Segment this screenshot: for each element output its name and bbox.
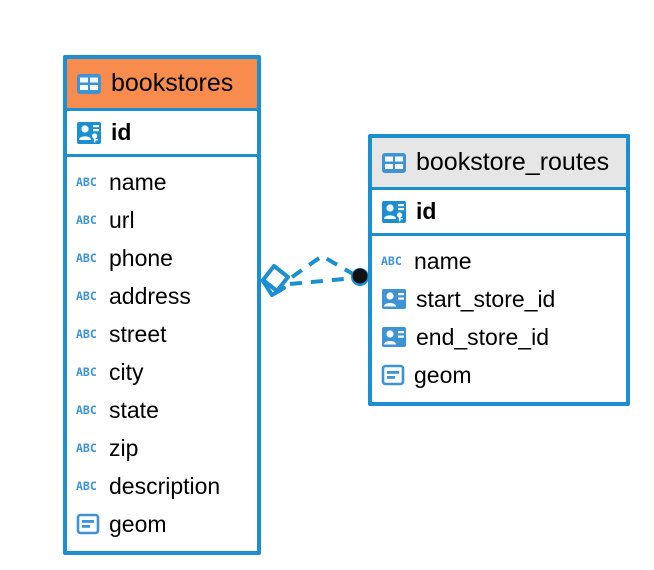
field-row-name[interactable]: ABC name xyxy=(67,163,257,201)
field-label: start_store_id xyxy=(416,285,556,312)
entity-title: bookstore_routes xyxy=(416,148,610,176)
foreign-key-icon xyxy=(381,326,407,348)
field-label: description xyxy=(109,472,221,499)
field-list-bookstores: ABC name ABC url ABC p xyxy=(67,157,257,551)
field-row-phone[interactable]: ABC phone xyxy=(67,239,257,277)
table-icon xyxy=(76,73,102,95)
relationship-line-upper xyxy=(290,253,355,279)
field-row-address[interactable]: ABC address xyxy=(67,277,257,315)
text-abc-icon: ABC xyxy=(76,365,100,379)
svg-text:ABC: ABC xyxy=(381,254,402,268)
field-row-state[interactable]: ABC state xyxy=(67,391,257,429)
geometry-icon xyxy=(76,513,100,535)
text-abc-icon: ABC xyxy=(76,289,100,303)
entity-bookstores[interactable]: bookstores id xyxy=(63,55,261,555)
entity-title: bookstores xyxy=(111,69,234,97)
text-abc-icon: ABC xyxy=(381,254,405,268)
field-label: name xyxy=(414,247,472,274)
svg-text:ABC: ABC xyxy=(76,327,97,341)
table-icon xyxy=(381,152,407,174)
field-row-name[interactable]: ABC name xyxy=(372,242,626,280)
entity-header-bookstore-routes[interactable]: bookstore_routes xyxy=(372,138,626,187)
field-row-primary-key[interactable]: id xyxy=(372,187,626,236)
field-row-url[interactable]: ABC url xyxy=(67,201,257,239)
entity-header-bookstores[interactable]: bookstores xyxy=(67,59,257,108)
field-row-description[interactable]: ABC description xyxy=(67,467,257,505)
field-label: city xyxy=(109,358,144,385)
text-abc-icon: ABC xyxy=(76,251,100,265)
svg-text:ABC: ABC xyxy=(76,403,97,417)
field-label: name xyxy=(109,168,167,195)
field-row-end-store-id[interactable]: end_store_id xyxy=(372,318,626,356)
field-label: state xyxy=(109,396,159,423)
primary-key-icon xyxy=(76,121,102,145)
text-abc-icon: ABC xyxy=(76,479,100,493)
geometry-icon xyxy=(381,364,405,386)
entity-bookstore-routes[interactable]: bookstore_routes id xyxy=(368,134,630,406)
text-abc-icon: ABC xyxy=(76,175,100,189)
field-label: url xyxy=(109,206,135,233)
field-label: id xyxy=(111,119,132,145)
svg-text:ABC: ABC xyxy=(76,479,97,493)
svg-text:ABC: ABC xyxy=(76,175,97,189)
svg-text:ABC: ABC xyxy=(76,365,97,379)
field-label: end_store_id xyxy=(416,323,549,350)
field-label: geom xyxy=(414,361,472,388)
field-list-bookstore-routes: ABC name start_store_id xyxy=(372,236,626,402)
field-label: id xyxy=(416,198,437,224)
field-label: street xyxy=(109,320,167,347)
svg-text:ABC: ABC xyxy=(76,213,97,227)
field-label: address xyxy=(109,282,191,309)
svg-text:ABC: ABC xyxy=(76,251,97,265)
crows-foot-diamond-icon xyxy=(261,264,290,297)
field-row-primary-key[interactable]: id xyxy=(67,108,257,157)
field-row-street[interactable]: ABC street xyxy=(67,315,257,353)
text-abc-icon: ABC xyxy=(76,327,100,341)
field-row-geom[interactable]: geom xyxy=(67,505,257,543)
field-row-city[interactable]: ABC city xyxy=(67,353,257,391)
field-label: phone xyxy=(109,244,173,271)
field-row-zip[interactable]: ABC zip xyxy=(67,429,257,467)
field-label: zip xyxy=(109,434,139,461)
field-row-start-store-id[interactable]: start_store_id xyxy=(372,280,626,318)
foreign-key-icon xyxy=(381,288,407,310)
text-abc-icon: ABC xyxy=(76,213,100,227)
relationship-line-lower xyxy=(289,276,356,286)
svg-text:ABC: ABC xyxy=(76,289,97,303)
text-abc-icon: ABC xyxy=(76,441,100,455)
svg-text:ABC: ABC xyxy=(76,441,97,455)
text-abc-icon: ABC xyxy=(76,403,100,417)
field-row-geom[interactable]: geom xyxy=(372,356,626,394)
filled-circle-icon xyxy=(351,268,369,286)
field-label: geom xyxy=(109,510,167,537)
primary-key-icon xyxy=(381,200,407,224)
